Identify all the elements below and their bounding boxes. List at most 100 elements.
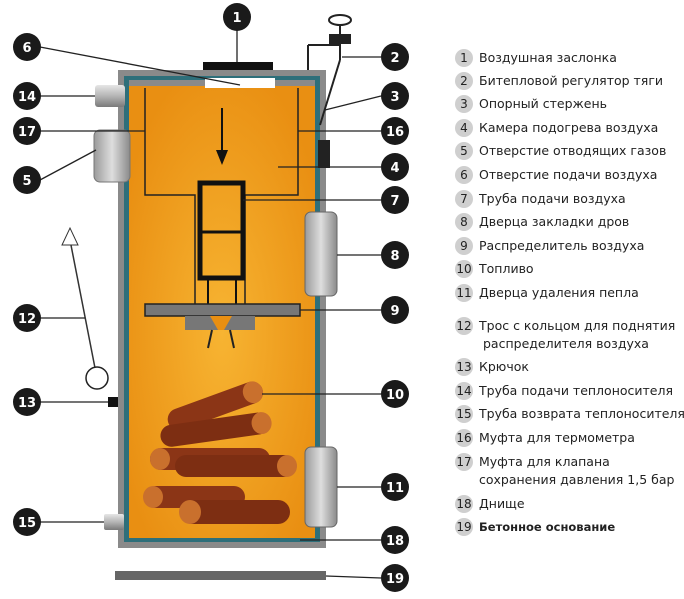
legend-badge: 10 [455,260,473,278]
air-supply-pipe [197,180,246,305]
svg-text:11: 11 [386,481,404,496]
callout-2: 2 [381,43,409,71]
legend-item: 5 Отверстие отводящих газов [455,142,666,160]
legend-text-line2: сохранения давления 1,5 бар [479,472,675,487]
legend-badge: 2 [455,72,473,90]
legend-item: 15 Труба возврата теплоносителя [455,405,684,423]
hook [108,397,118,407]
svg-text:7: 7 [390,194,399,209]
svg-text:9: 9 [390,304,399,319]
legend-text: Бетонное основание [479,520,616,534]
legend-badge: 7 [455,190,473,208]
callout-16: 16 [381,117,409,145]
legend-item: 3 Опорный стержень [455,95,607,113]
callout-15: 15 [13,508,41,536]
legend-badge: 15 [455,405,473,423]
concrete-base [115,571,326,580]
svg-text:13: 13 [18,396,36,411]
arrow-down-icon [216,108,228,165]
callout-1: 1 [223,3,251,31]
legend-item: 13 Крючок [455,358,529,376]
legend-text: Труба возврата теплоносителя [479,406,684,421]
legend-text: Распределитель воздуха [479,238,645,253]
legend-text: Днище [479,496,525,511]
callout-6: 6 [13,33,41,61]
svg-text:5: 5 [22,174,31,189]
legend-badge: 11 [455,284,473,302]
callout-7: 7 [381,186,409,214]
legend-badge: 4 [455,119,473,137]
legend-text-line2: распределителя воздуха [483,336,649,351]
air-inlet-opening [205,78,275,88]
legend-badge: 5 [455,142,473,160]
svg-text:2: 2 [390,51,399,66]
callout-4: 4 [381,153,409,181]
legend-badge: 14 [455,382,473,400]
cable-ring [61,226,109,390]
firewood [143,381,297,524]
legend-item: 16 Муфта для термометра [455,429,635,447]
svg-text:15: 15 [18,516,36,531]
svg-text:16: 16 [386,125,404,140]
legend-text: Дверца закладки дров [479,214,630,229]
legend-text: Отверстие подачи воздуха [479,167,658,182]
legend-item: 6 Отверстие подачи воздуха [455,166,657,184]
legend-text: Дверца удаления пепла [479,285,639,300]
legend-text: Трос с кольцом для поднятия [479,318,676,333]
svg-text:19: 19 [386,572,404,587]
leader-lines [39,30,382,579]
legend-text: Топливо [479,261,534,276]
legend-item: 12 Трос с кольцом для поднятия распределит… [455,317,675,353]
legend-item: 4 Камера подогрева воздуха [455,119,658,137]
callout-11: 11 [381,473,409,501]
svg-text:8: 8 [390,249,399,264]
svg-text:3: 3 [390,90,399,105]
legend-item: 1 Воздушная заслонка [455,49,617,67]
ash-door[interactable] [304,446,338,528]
callout-12: 12 [13,304,41,332]
legend-item: 2 Битепловой регулятор тяги [455,72,663,90]
callout-5: 5 [13,166,41,194]
svg-text:17: 17 [18,125,36,140]
legend-badge: 17 [455,453,473,471]
svg-text:18: 18 [386,534,404,549]
legend-text: Отверстие отводящих газов [479,143,667,158]
legend-badge: 13 [455,358,473,376]
legend-badge: 1 [455,49,473,67]
svg-text:10: 10 [386,388,404,403]
legend-item: 7 Труба подачи воздуха [455,190,626,208]
legend-badge: 12 [455,317,473,335]
legend-badge: 3 [455,95,473,113]
legend-item: 19 Бетонное основание [455,518,615,536]
callout-8: 8 [381,241,409,269]
callout-9: 9 [381,296,409,324]
legend-badge: 8 [455,213,473,231]
legend-text: Опорный стержень [479,96,608,111]
legend-text: Труба подачи воздуха [479,191,626,206]
air-distributor [144,303,301,349]
legend-text: Битепловой регулятор тяги [479,73,664,88]
svg-text:4: 4 [390,161,399,176]
legend-text: Камера подогрева воздуха [479,120,659,135]
callout-3: 3 [381,82,409,110]
air-damper [203,62,273,70]
legend-badge: 19 [455,518,473,536]
legend-badge: 9 [455,237,473,255]
callout-17: 17 [13,117,41,145]
draft-regulator [307,14,352,168]
svg-text:1: 1 [232,11,241,26]
legend-badge: 16 [455,429,473,447]
legend-text: Муфта для термометра [479,430,635,445]
legend-item: 10 Топливо [455,260,534,278]
return-pipe [104,514,124,530]
flue-gas-outlet [93,129,131,183]
legend-text: Воздушная заслонка [479,50,617,65]
legend-badge: 6 [455,166,473,184]
callout-13: 13 [13,388,41,416]
legend-text: Крючок [479,359,529,374]
loading-door[interactable] [304,211,338,297]
